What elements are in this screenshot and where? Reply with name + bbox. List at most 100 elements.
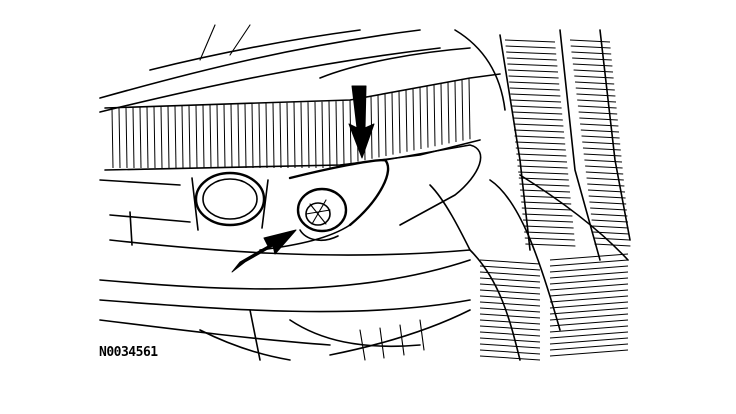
lower-rib [479, 337, 541, 343]
hose-rib [525, 243, 576, 247]
hose-rib [511, 105, 562, 109]
grille-rib [174, 106, 177, 169]
grille-rib [111, 107, 114, 169]
hose-rib [573, 69, 614, 73]
hose-rib [584, 159, 623, 163]
hose-rib [583, 153, 622, 157]
hose-rib [582, 147, 621, 151]
hose-rib [508, 75, 559, 79]
grille-rib [132, 107, 135, 169]
hose-rib [512, 117, 563, 121]
round-port [191, 171, 269, 231]
grille-rib [181, 105, 184, 169]
hose-rib [592, 225, 629, 229]
grille-rib [286, 102, 289, 169]
grille-rib [216, 104, 219, 169]
hose-rib [520, 195, 571, 199]
lower-structure [99, 179, 471, 361]
grille-rib [258, 103, 261, 169]
lower-rib [549, 259, 629, 267]
lower-rib [479, 289, 541, 295]
lower-rib [479, 349, 541, 355]
ribbed-grille [111, 78, 471, 169]
hose-rib [505, 45, 556, 49]
hose-rib [509, 81, 560, 85]
hose-rib [516, 159, 568, 163]
hose-rib [510, 99, 562, 103]
grille-rib [468, 78, 471, 140]
grille-rib [160, 106, 163, 169]
hose-rib [570, 45, 611, 49]
callout-arrow-down [348, 85, 375, 159]
lower-rib [479, 265, 541, 271]
hose-rib [580, 129, 620, 133]
grille-rib [230, 104, 233, 169]
grille-rib [440, 83, 443, 145]
hose-rib [580, 123, 619, 127]
grille-rib [167, 106, 170, 169]
grille-rib [223, 104, 226, 169]
lower-rib [479, 313, 541, 319]
hose-outlines [469, 29, 631, 361]
grille-rib [139, 107, 142, 169]
target-component [296, 187, 348, 242]
hose-rib [507, 69, 559, 73]
grille-rib [398, 91, 401, 154]
hose-rib [524, 231, 575, 235]
grille-rib [195, 105, 198, 169]
lower-rib [549, 349, 629, 357]
grille-rib [391, 92, 394, 155]
hose-rib [588, 195, 626, 199]
lower-rib [549, 265, 629, 273]
lower-rib [479, 283, 541, 289]
hose-rib [590, 207, 627, 211]
lower-rib [479, 271, 541, 277]
lower-rib [549, 277, 629, 285]
hose-rib [510, 93, 561, 97]
grille-rib [272, 103, 275, 169]
hose-rib [578, 111, 618, 115]
lower-rib [549, 307, 629, 315]
grille-rib [188, 105, 191, 169]
grille-rib [202, 105, 205, 169]
grille-rib [251, 103, 254, 169]
grille-rib [153, 106, 156, 169]
lower-right-hatching [479, 253, 629, 361]
lower-rib [479, 331, 541, 337]
hose-rib [572, 63, 613, 67]
lower-rib [479, 295, 541, 301]
hose-rib [518, 177, 569, 181]
hose-rib [522, 219, 574, 223]
grille-rib [461, 79, 464, 141]
hose-rib [522, 213, 573, 217]
hose-rib [521, 207, 572, 211]
hose-rib [524, 237, 575, 241]
grille-rib [237, 104, 240, 169]
hose-rib [504, 39, 556, 43]
hose-rib [590, 213, 628, 217]
lower-rib [479, 259, 541, 265]
lower-rib [549, 331, 629, 339]
hose-rib [577, 105, 617, 109]
hose-rib [572, 57, 612, 61]
grille-rib [265, 103, 268, 169]
hose-rib [586, 177, 624, 181]
lower-rib [549, 343, 629, 351]
hose-rib [515, 147, 566, 151]
hose-rib [513, 129, 565, 133]
grille-rib [125, 107, 128, 169]
lower-rib [479, 307, 541, 313]
grille-rib [307, 102, 310, 169]
grille-rib [377, 94, 380, 158]
hose-rib [506, 57, 557, 61]
grille-rib [328, 101, 331, 169]
lower-rib [549, 289, 629, 297]
hose-rib [523, 225, 574, 229]
grille-rib [146, 106, 149, 169]
grille-rib [349, 99, 352, 164]
lower-rib [479, 325, 541, 331]
hose-rib [519, 183, 570, 187]
hose-rib [581, 135, 620, 139]
hose-rib [514, 135, 565, 139]
grille-rib [244, 104, 247, 169]
